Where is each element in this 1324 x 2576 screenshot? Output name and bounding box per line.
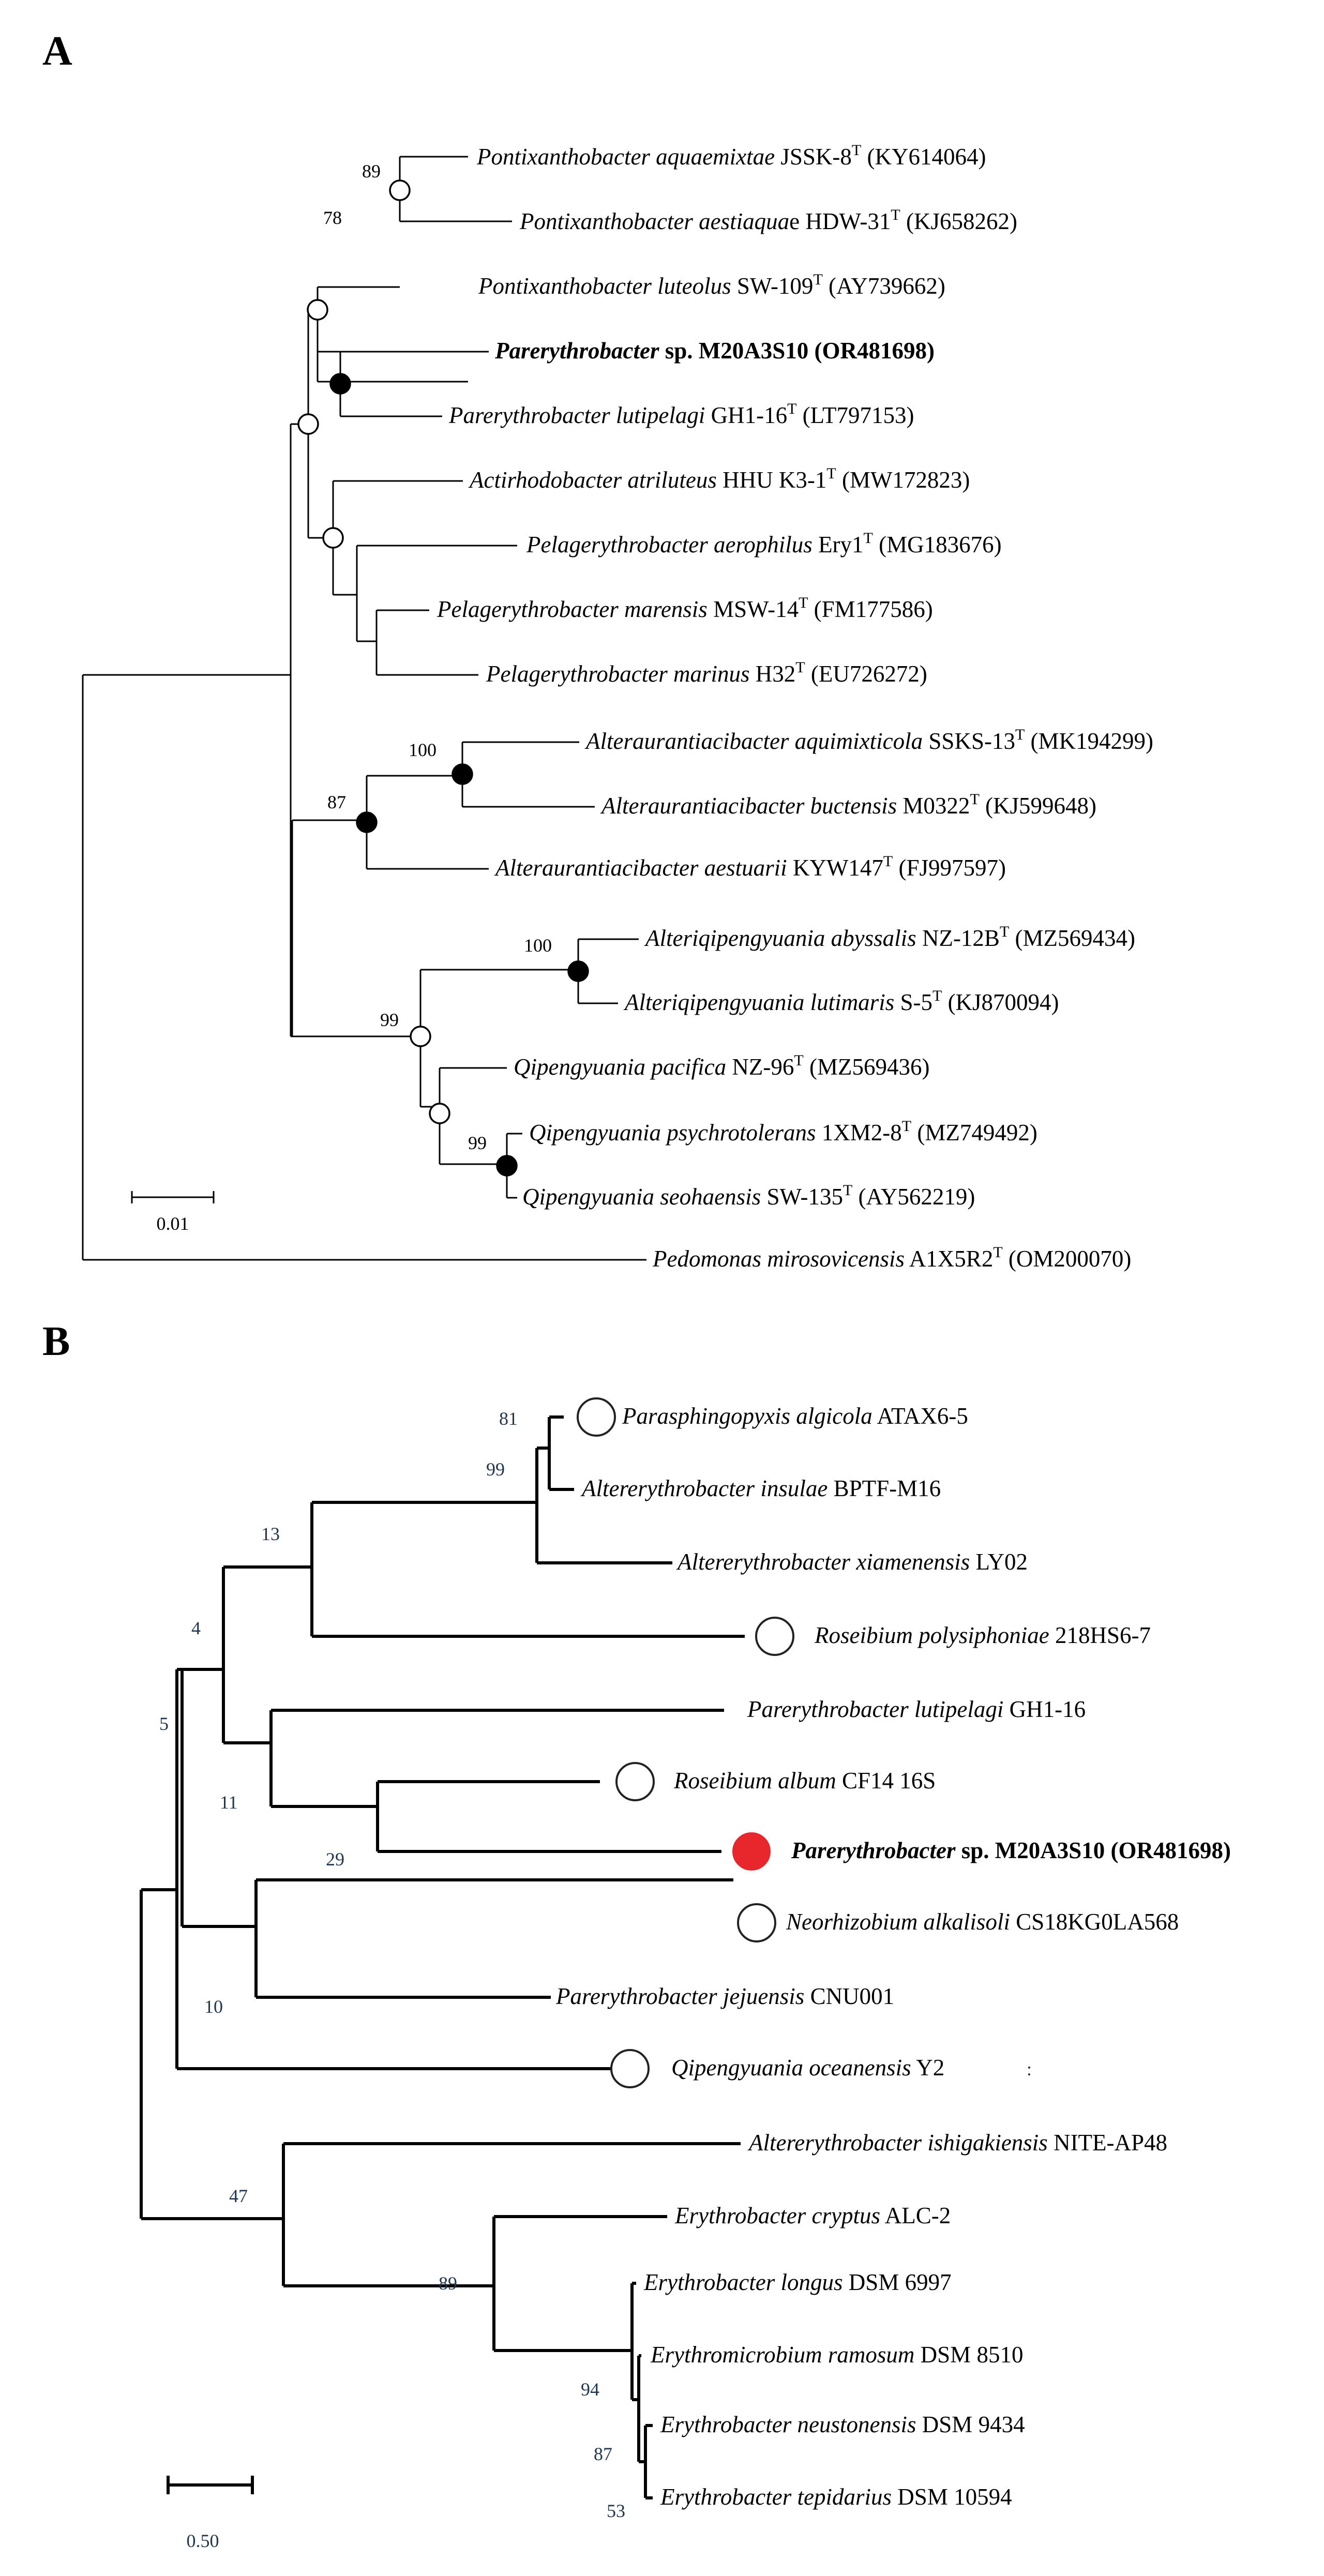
b-leaf-marker-open xyxy=(615,1762,655,1801)
a-leaf-label: Pelagerythrobacter marensis MSW-14T (FM1… xyxy=(437,594,933,622)
a-leaf-label: Alteriqipengyuania lutimaris S-5T (KJ870… xyxy=(623,987,1059,1015)
b-scale-label: 0.50 xyxy=(187,2530,219,2551)
a-scale-bar xyxy=(131,1191,215,1203)
a-node-open xyxy=(389,179,411,201)
b-scale-bar xyxy=(167,2476,254,2494)
a-leaf-label: Pontixanthobacter luteolus SW-109T (AY73… xyxy=(478,271,945,299)
a-leaf-label: Qipengyuania pacifica NZ-96T (MZ569436) xyxy=(514,1052,929,1080)
a-node-open xyxy=(429,1103,450,1124)
b-leaf-marker-open xyxy=(755,1617,794,1656)
a-scale-label: 0.01 xyxy=(157,1213,189,1234)
a-bootstrap-label: 99 xyxy=(380,1010,399,1030)
a-node-open xyxy=(410,1026,431,1047)
a-node-open xyxy=(322,527,344,549)
a-leaf-label: Pontixanthobacter aquaemixtae JSSK-8T (K… xyxy=(476,142,986,170)
a-bootstrap-label: 78 xyxy=(323,207,342,228)
b-stray-mark: : xyxy=(1027,2059,1032,2080)
b-leaf-marker-highlight xyxy=(732,1832,771,1871)
b-leaf-label: Parerythrobacter jejuensis CNU001 xyxy=(555,1983,894,2009)
b-leaf-label: Erythromicrobium ramosum DSM 8510 xyxy=(650,2342,1023,2368)
b-leaf-label: Parerythrobacter lutipelagi GH1-16 xyxy=(747,1696,1086,1722)
b-bootstrap-label: 11 xyxy=(220,1792,238,1813)
a-node-filled xyxy=(329,373,351,395)
b-leaf-label: Parasphingopyxis algicola ATAX6-5 xyxy=(622,1403,968,1429)
b-leaf-marker-open xyxy=(737,1903,776,1942)
a-bootstrap-label: 89 xyxy=(362,161,381,182)
b-bootstrap-label: 94 xyxy=(581,2379,599,2400)
b-leaf-label: Erythrobacter tepidarius DSM 10594 xyxy=(660,2484,1012,2510)
panel-a-leaf-labels: Pontixanthobacter aquaemixtae JSSK-8T (K… xyxy=(437,142,1153,1272)
a-bootstrap-label: 87 xyxy=(327,792,346,812)
a-node-filled xyxy=(452,763,473,785)
b-bootstrap-label: 29 xyxy=(326,1849,344,1870)
a-leaf-label: Alteraurantiacibacter aquimixticola SSKS… xyxy=(584,726,1153,754)
b-bootstrap-label: 89 xyxy=(439,2273,457,2294)
b-leaf-label: Qipengyuania oceanensis Y2 xyxy=(671,2055,944,2081)
b-bootstrap-label: 87 xyxy=(594,2444,612,2464)
b-bootstrap-label: 4 xyxy=(191,1618,201,1638)
a-leaf-label: Qipengyuania seohaensis SW-135T (AY56221… xyxy=(522,1182,975,1210)
a-node-filled xyxy=(356,811,378,833)
a-node-open xyxy=(297,413,319,435)
a-leaf-label-highlight: Parerythrobacter sp. M20A3S10 (OR481698) xyxy=(494,338,935,364)
a-leaf-label: Qipengyuania psychrotolerans 1XM2-8T (MZ… xyxy=(529,1118,1037,1146)
b-leaf-label-highlight: Parerythrobacter sp. M20A3S10 (OR481698) xyxy=(791,1837,1231,1863)
panel-a-letter: A xyxy=(42,28,72,74)
b-leaf-label: Erythrobacter cryptus ALC-2 xyxy=(674,2203,951,2228)
a-leaf-label: Alteraurantiacibacter aestuarii KYW147T … xyxy=(494,853,1006,881)
a-node-open xyxy=(307,299,328,321)
a-leaf-label: Pelagerythrobacter aerophilus Ery1T (MG1… xyxy=(526,530,1002,558)
b-bootstrap-label: 13 xyxy=(261,1524,280,1544)
b-bootstrap-label: 53 xyxy=(607,2500,625,2521)
a-node-filled xyxy=(496,1155,518,1177)
b-bootstrap-label: 99 xyxy=(486,1459,505,1480)
b-leaf-label: Neorhizobium alkalisoli CS18KG0LA568 xyxy=(786,1909,1179,1935)
panel-b-leaf-labels: Parasphingopyxis algicola ATAX6-5 Altere… xyxy=(555,1403,1231,2510)
a-leaf-label: Parerythrobacter lutipelagi GH1-16T (LT7… xyxy=(448,400,914,428)
b-leaf-label: Altererythrobacter ishigakiensis NITE-AP… xyxy=(747,2130,1167,2156)
panel-b-letter: B xyxy=(42,1319,70,1364)
b-bootstrap-label: 5 xyxy=(159,1713,169,1734)
a-leaf-label: Pedomonas mirosovicensis A1X5R2T (OM2000… xyxy=(652,1244,1131,1272)
a-bootstrap-label: 100 xyxy=(409,740,437,760)
b-leaf-label: Roseibium album CF14 16S xyxy=(673,1768,936,1794)
a-leaf-label: Alteriqipengyuania abyssalis NZ-12BT (MZ… xyxy=(644,923,1135,951)
b-leaf-label: Erythrobacter longus DSM 6997 xyxy=(643,2269,952,2295)
a-bootstrap-label: 99 xyxy=(468,1133,487,1153)
b-leaf-label: Erythrobacter neustonensis DSM 9434 xyxy=(660,2412,1025,2437)
b-leaf-marker-open xyxy=(577,1397,616,1437)
b-bootstrap-label: 81 xyxy=(499,1408,518,1429)
a-bootstrap-label: 100 xyxy=(524,935,552,956)
b-leaf-label: Altererythrobacter xiamenensis LY02 xyxy=(676,1549,1028,1575)
b-bootstrap-label: 47 xyxy=(229,2186,248,2206)
a-leaf-label: Pontixanthobacter aestiaquae HDW-31T (KJ… xyxy=(519,206,1017,234)
b-bootstrap-label: 10 xyxy=(204,1996,223,2017)
b-leaf-label: Altererythrobacter insulae BPTF-M16 xyxy=(580,1475,941,1501)
a-leaf-label: Pelagerythrobacter marinus H32T (EU72627… xyxy=(486,659,927,687)
a-node-filled xyxy=(567,960,589,982)
a-leaf-label: Alteraurantiacibacter buctensis M0322T (… xyxy=(600,791,1096,819)
b-leaf-marker-open xyxy=(610,2049,650,2088)
b-leaf-label: Roseibium polysiphoniae 218HS6-7 xyxy=(814,1622,1151,1648)
panel-a-tree: 89 78 100 87 100 99 99 0.01 xyxy=(82,156,646,1261)
panel-b-tree: 81 99 13 4 5 11 29 10 47 89 94 87 53 : 0… xyxy=(140,1397,1032,2551)
a-leaf-label: Actirhodobacter atriluteus HHU K3-1T (MW… xyxy=(468,465,970,493)
